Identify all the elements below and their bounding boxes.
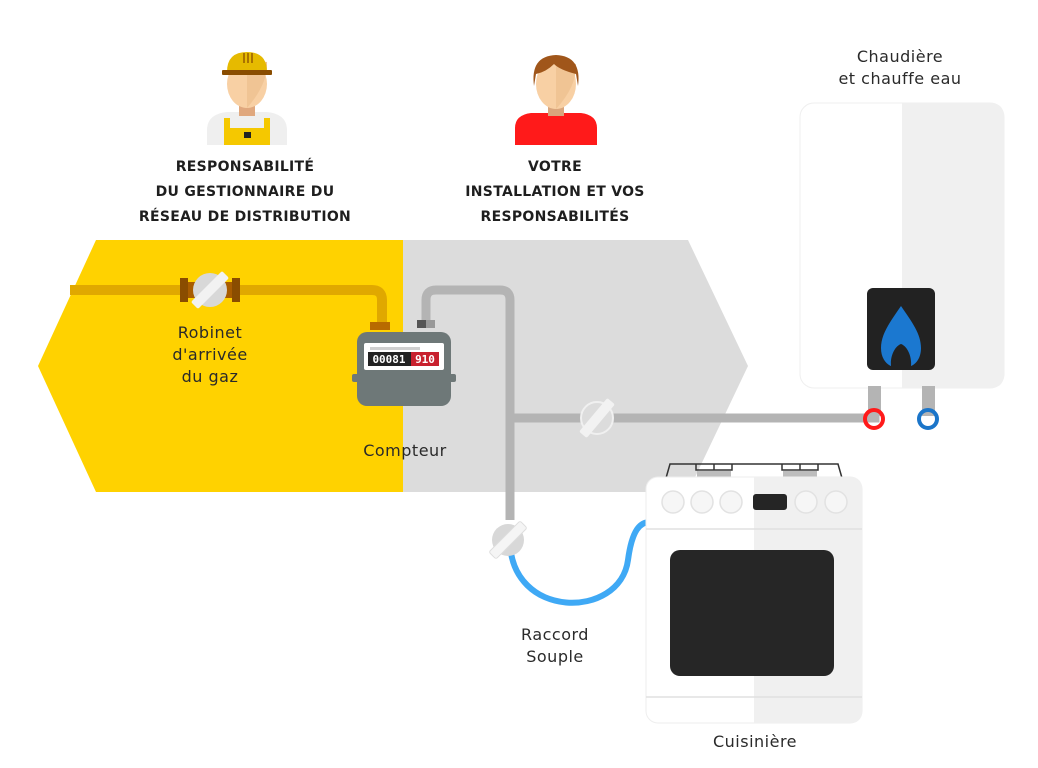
valve-icon[interactable] <box>180 271 240 309</box>
meter-reading-black: 00081 <box>372 353 405 366</box>
gas-meter-icon: 00081 910 <box>352 332 456 406</box>
cooker-valve-icon[interactable] <box>489 521 527 559</box>
meter-reading-red: 910 <box>415 353 435 366</box>
stove-knobs <box>661 490 848 514</box>
operator-zone <box>38 240 403 492</box>
meter-label: Compteur <box>363 441 447 460</box>
worker-hardhat-icon <box>207 52 287 145</box>
boiler-label: Chaudière et chauffe eau <box>838 47 962 88</box>
cold-water-connector <box>917 408 939 430</box>
appliance-valve-icon[interactable] <box>579 398 615 438</box>
cooker-label: Cuisinière <box>712 732 798 751</box>
customer-zone <box>403 240 748 492</box>
hot-water-connector <box>863 408 885 430</box>
inlet-valve-label: Robinet d'arrivée du gaz <box>172 323 248 386</box>
stove-icon <box>645 463 863 724</box>
flame-icon <box>881 306 921 366</box>
person-icon <box>515 55 597 145</box>
supply-pipe <box>70 285 390 330</box>
operator-responsibility-title: RESPONSABILITÉ DU GESTIONNAIRE DU RÉSEAU… <box>138 159 352 225</box>
customer-responsibility-title: VOTRE INSTALLATION ET VOS RESPONSABILITÉ… <box>465 159 645 225</box>
flexible-hose <box>507 519 651 606</box>
boiler <box>799 102 1005 430</box>
flexible-hose-label: Raccord Souple <box>521 625 589 666</box>
